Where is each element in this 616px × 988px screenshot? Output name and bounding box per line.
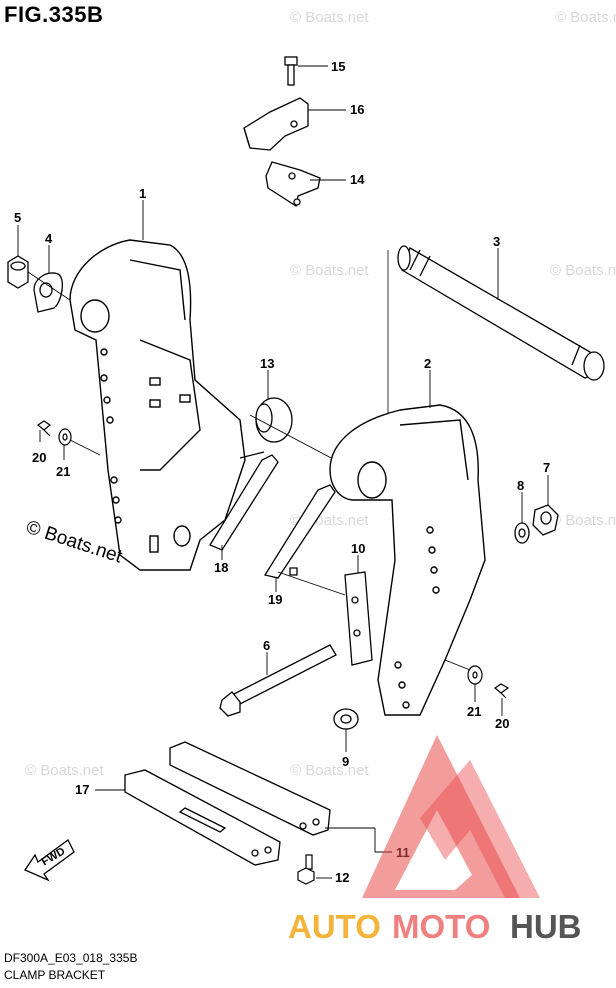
logo-chevron-icon xyxy=(420,760,540,898)
figure-title: FIG.335B xyxy=(4,2,104,27)
part-10-plate xyxy=(344,571,373,666)
callout-20-right: 20 xyxy=(495,716,509,731)
part-7-nut xyxy=(532,504,559,536)
leader-lines xyxy=(17,65,549,879)
part-6-bolt xyxy=(219,644,337,717)
part-8-washer xyxy=(514,522,530,544)
callout-5: 5 xyxy=(14,210,21,225)
part-9-washer xyxy=(333,708,359,730)
part-16-cover xyxy=(243,97,309,151)
watermark: © Boats.net xyxy=(550,512,616,529)
part-13-bushing xyxy=(255,397,293,443)
callout-21-right: 21 xyxy=(467,704,481,719)
watermark: © Boats.net xyxy=(550,262,616,279)
callout-7: 7 xyxy=(543,460,550,475)
figure-code: DF300A_E03_018_335B xyxy=(4,951,138,965)
logo-text-moto: MOTO xyxy=(392,908,490,945)
callout-1: 1 xyxy=(139,186,146,201)
part-21-washer-left xyxy=(58,428,72,446)
callout-10: 10 xyxy=(351,541,365,556)
watermark: © Boats.net xyxy=(290,762,369,779)
part-4-washer xyxy=(33,272,64,313)
part-14-plate xyxy=(265,161,321,208)
callout-17: 17 xyxy=(75,782,89,797)
part-21-washer-right xyxy=(467,665,483,685)
logo-text-auto: AUTO xyxy=(288,908,381,945)
watermark-bold: © Boats.net xyxy=(23,517,125,568)
watermark: © Boats.net xyxy=(290,9,369,26)
part-3-tilt-tube xyxy=(397,245,605,381)
part-1-clamp-bracket-left xyxy=(69,239,246,571)
callout-15: 15 xyxy=(331,59,345,74)
part-12-screw xyxy=(297,854,315,885)
callout-4: 4 xyxy=(45,231,53,246)
part-17-pad xyxy=(124,769,281,866)
callout-2: 2 xyxy=(424,356,431,371)
callout-19: 19 xyxy=(268,592,282,607)
part-19-lever xyxy=(263,484,336,579)
callout-18: 18 xyxy=(214,560,228,575)
logo-triangle-icon xyxy=(362,735,520,898)
fwd-arrow-icon: FWD xyxy=(24,839,75,882)
figure-name: CLAMP BRACKET xyxy=(4,968,106,982)
watermark: © Boats.net xyxy=(25,762,104,779)
part-2-clamp-bracket-right xyxy=(329,404,486,716)
part-18-lever xyxy=(209,451,279,551)
logo-text-hub: HUB xyxy=(510,908,582,945)
callout-labels: 1 2 3 4 5 6 7 8 9 10 11 12 13 14 15 16 1… xyxy=(14,59,550,885)
watermark: © Boats.net xyxy=(290,262,369,279)
callout-8: 8 xyxy=(517,478,524,493)
watermark: © Boats.net xyxy=(555,9,616,26)
part-5-nut xyxy=(7,255,29,289)
callout-16: 16 xyxy=(350,102,364,117)
part-11-pad xyxy=(169,741,331,836)
callout-13: 13 xyxy=(260,356,274,371)
callout-21: 21 xyxy=(56,464,70,479)
callout-12: 12 xyxy=(335,870,349,885)
callout-9: 9 xyxy=(342,754,349,769)
callout-20: 20 xyxy=(32,450,46,465)
part-20-screw-left xyxy=(36,420,52,437)
part-15-bolt xyxy=(284,56,298,86)
callout-14: 14 xyxy=(350,172,365,187)
part-20-screw-right xyxy=(493,683,510,699)
brand-logo: AUTO MOTO HUB xyxy=(288,735,582,945)
callout-3: 3 xyxy=(493,234,500,249)
callout-6: 6 xyxy=(263,638,270,653)
